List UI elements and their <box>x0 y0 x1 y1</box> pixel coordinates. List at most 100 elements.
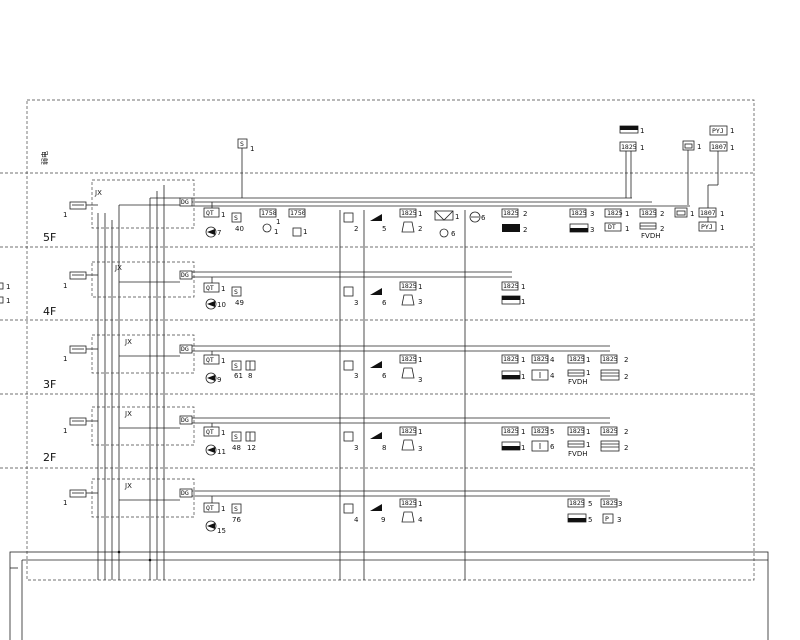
svg-text:1825: 1825 <box>602 355 618 363</box>
svg-text:JX: JX <box>94 189 102 197</box>
svg-text:6: 6 <box>382 299 387 307</box>
svg-text:1: 1 <box>418 283 422 291</box>
svg-text:1: 1 <box>274 228 278 236</box>
svg-text:1825: 1825 <box>401 427 417 435</box>
svg-text:QT: QT <box>206 284 214 292</box>
svg-text:1825: 1825 <box>503 282 519 290</box>
svg-text:4: 4 <box>418 516 423 524</box>
floor-label: 5F <box>43 231 56 244</box>
svg-text:3: 3 <box>590 226 594 234</box>
svg-text:8: 8 <box>382 444 386 452</box>
svg-text:9: 9 <box>381 516 385 524</box>
svg-text:DT: DT <box>608 223 616 231</box>
svg-text:61: 61 <box>234 372 243 380</box>
svg-text:5: 5 <box>382 225 386 233</box>
svg-text:1825: 1825 <box>401 209 417 217</box>
svg-text:1: 1 <box>63 427 67 435</box>
edge-count: 1 <box>6 297 10 305</box>
svg-text:S: S <box>234 362 238 370</box>
svg-text:1: 1 <box>521 356 525 364</box>
svg-text:DG: DG <box>181 345 189 353</box>
svg-text:12: 12 <box>247 444 256 452</box>
edge-box <box>0 282 4 290</box>
svg-text:QT: QT <box>206 356 214 364</box>
svg-text:1: 1 <box>586 356 590 364</box>
svg-text:3: 3 <box>590 210 594 218</box>
svg-text:S: S <box>234 214 238 222</box>
svg-text:1825: 1825 <box>401 282 417 290</box>
roof-equipment: S 1 1 1825 1 1 PYJ 1 1807 1 <box>237 125 734 205</box>
svg-text:49: 49 <box>235 299 244 307</box>
svg-text:4: 4 <box>354 516 359 524</box>
svg-text:S: S <box>240 140 244 148</box>
svg-text:1825: 1825 <box>569 499 585 507</box>
svg-text:1: 1 <box>640 127 644 135</box>
svg-text:S: S <box>234 288 238 296</box>
svg-text:FVDH: FVDH <box>641 232 660 240</box>
svg-text:1: 1 <box>720 210 724 218</box>
svg-text:S: S <box>234 505 238 513</box>
svg-text:1: 1 <box>221 285 225 293</box>
svg-text:5: 5 <box>588 516 592 524</box>
svg-text:1825: 1825 <box>503 355 519 363</box>
svg-text:1825: 1825 <box>569 427 585 435</box>
svg-text:2: 2 <box>624 356 628 364</box>
floor-label: 3F <box>43 378 56 391</box>
svg-text:2: 2 <box>354 225 358 233</box>
svg-text:DG: DG <box>181 416 189 424</box>
svg-text:4: 4 <box>550 356 555 364</box>
svg-text:JX: JX <box>114 264 122 272</box>
base-frame <box>9 551 769 640</box>
svg-text:6: 6 <box>451 230 456 238</box>
svg-text:1: 1 <box>586 441 590 449</box>
svg-text:1: 1 <box>690 210 694 218</box>
svg-text:8: 8 <box>248 372 252 380</box>
svg-text:76: 76 <box>232 516 241 524</box>
svg-text:1: 1 <box>521 373 525 381</box>
svg-text:1: 1 <box>221 505 225 513</box>
floor-1f: 1 JX DG QT 1 15 S 76 4 9 1825 1 4 1825 5… <box>63 478 622 535</box>
svg-text:2: 2 <box>523 210 527 218</box>
svg-text:1750: 1750 <box>290 209 306 217</box>
svg-text:2: 2 <box>624 428 628 436</box>
svg-text:PYJ: PYJ <box>712 127 724 135</box>
svg-text:1: 1 <box>697 143 701 151</box>
svg-text:QT: QT <box>206 428 214 436</box>
svg-text:1: 1 <box>586 428 590 436</box>
svg-text:1825: 1825 <box>607 209 623 217</box>
svg-text:QT: QT <box>206 504 214 512</box>
outer-frame <box>26 99 755 581</box>
svg-text:1: 1 <box>521 428 525 436</box>
svg-text:4: 4 <box>550 372 555 380</box>
svg-text:1: 1 <box>276 218 280 226</box>
svg-text:1: 1 <box>521 298 525 306</box>
floor-label: 2F <box>43 451 56 464</box>
svg-text:1: 1 <box>221 429 225 437</box>
svg-text:FVDH: FVDH <box>568 378 587 386</box>
svg-text:3: 3 <box>618 500 622 508</box>
svg-text:1: 1 <box>418 210 422 218</box>
svg-text:1825: 1825 <box>401 355 417 363</box>
svg-text:48: 48 <box>232 444 241 452</box>
svg-text:S: S <box>234 433 238 441</box>
svg-text:DG: DG <box>181 271 189 279</box>
svg-text:10: 10 <box>217 301 226 309</box>
svg-text:1807: 1807 <box>711 143 727 151</box>
svg-text:7: 7 <box>217 229 221 237</box>
svg-text:QT: QT <box>206 209 214 217</box>
svg-text:6: 6 <box>550 443 555 451</box>
svg-text:1: 1 <box>303 228 307 236</box>
svg-text:1807: 1807 <box>700 209 716 217</box>
floor-label: 4F <box>43 305 56 318</box>
svg-text:2: 2 <box>624 373 628 381</box>
edge-box <box>0 296 4 304</box>
svg-text:1825: 1825 <box>602 427 618 435</box>
svg-text:2: 2 <box>523 226 527 234</box>
svg-text:1: 1 <box>730 144 734 152</box>
svg-text:1: 1 <box>720 224 724 232</box>
svg-text:1: 1 <box>625 210 629 218</box>
svg-text:1: 1 <box>455 213 459 221</box>
svg-text:5: 5 <box>588 500 592 508</box>
svg-text:1: 1 <box>586 369 590 377</box>
